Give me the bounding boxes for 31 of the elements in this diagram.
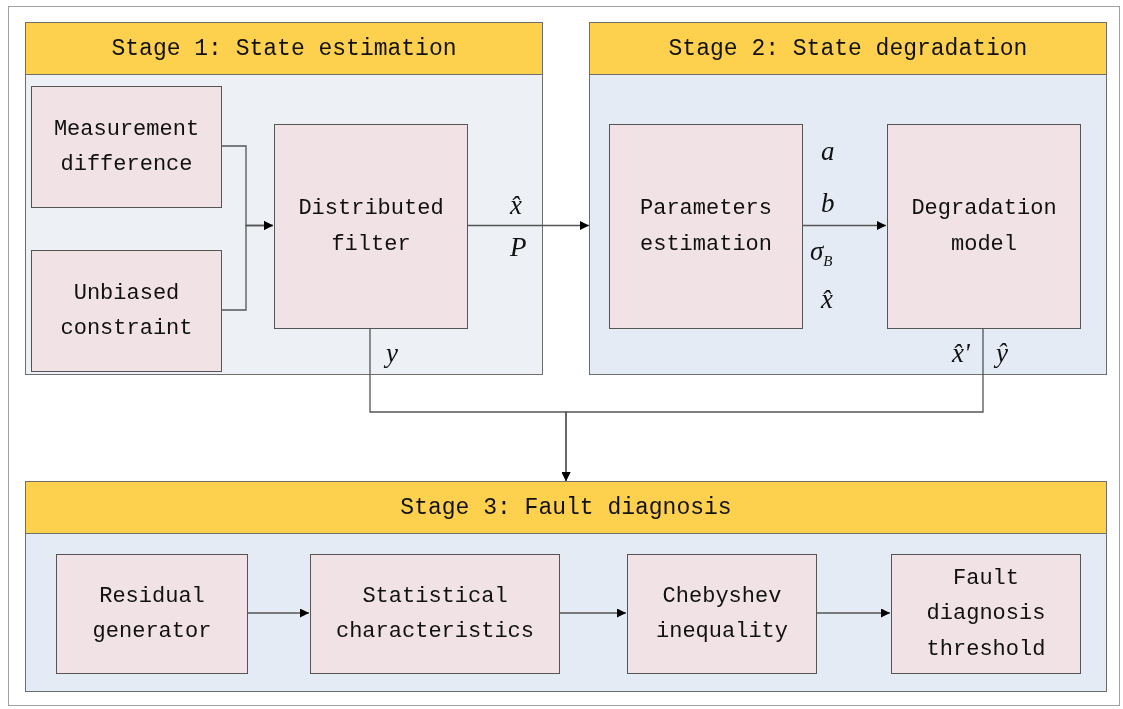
stage-panel — [25, 481, 1107, 692]
stage-header: Stage 1: State estimation — [26, 23, 542, 75]
math-label: y — [386, 340, 398, 367]
math-label: ŷ — [996, 340, 1008, 367]
arrow — [558, 608, 627, 618]
process-box: Residual generator — [56, 554, 248, 674]
process-box: Chebyshev inequality — [627, 554, 817, 674]
arrow — [466, 221, 590, 230]
math-label: b — [821, 190, 835, 217]
process-box: Unbiased constraint — [31, 250, 222, 372]
arrow — [801, 221, 887, 230]
arrow — [815, 608, 891, 618]
math-label: x̂ — [510, 192, 522, 219]
process-box: Fault diagnosis threshold — [891, 554, 1081, 674]
math-label: σ$_{B}$ — [810, 238, 833, 270]
math-label: x̂ — [821, 286, 833, 313]
stage-panel — [25, 22, 543, 375]
arrow — [561, 327, 984, 482]
process-box: Degradation model — [887, 124, 1081, 329]
stage-panel — [589, 22, 1107, 375]
math-label: x̂' — [952, 340, 970, 367]
math-label: a — [821, 138, 835, 165]
stage-header: Stage 2: State degradation — [590, 23, 1106, 75]
process-box: Parameters estimation — [609, 124, 803, 329]
math-label: P — [510, 234, 527, 261]
process-box: Distributed filter — [274, 124, 468, 329]
process-box: Statistical characteristics — [310, 554, 560, 674]
process-box: Measurement difference — [31, 86, 222, 208]
arrow — [220, 221, 274, 311]
arrow — [246, 608, 310, 618]
stage-header: Stage 3: Fault diagnosis — [26, 482, 1106, 534]
